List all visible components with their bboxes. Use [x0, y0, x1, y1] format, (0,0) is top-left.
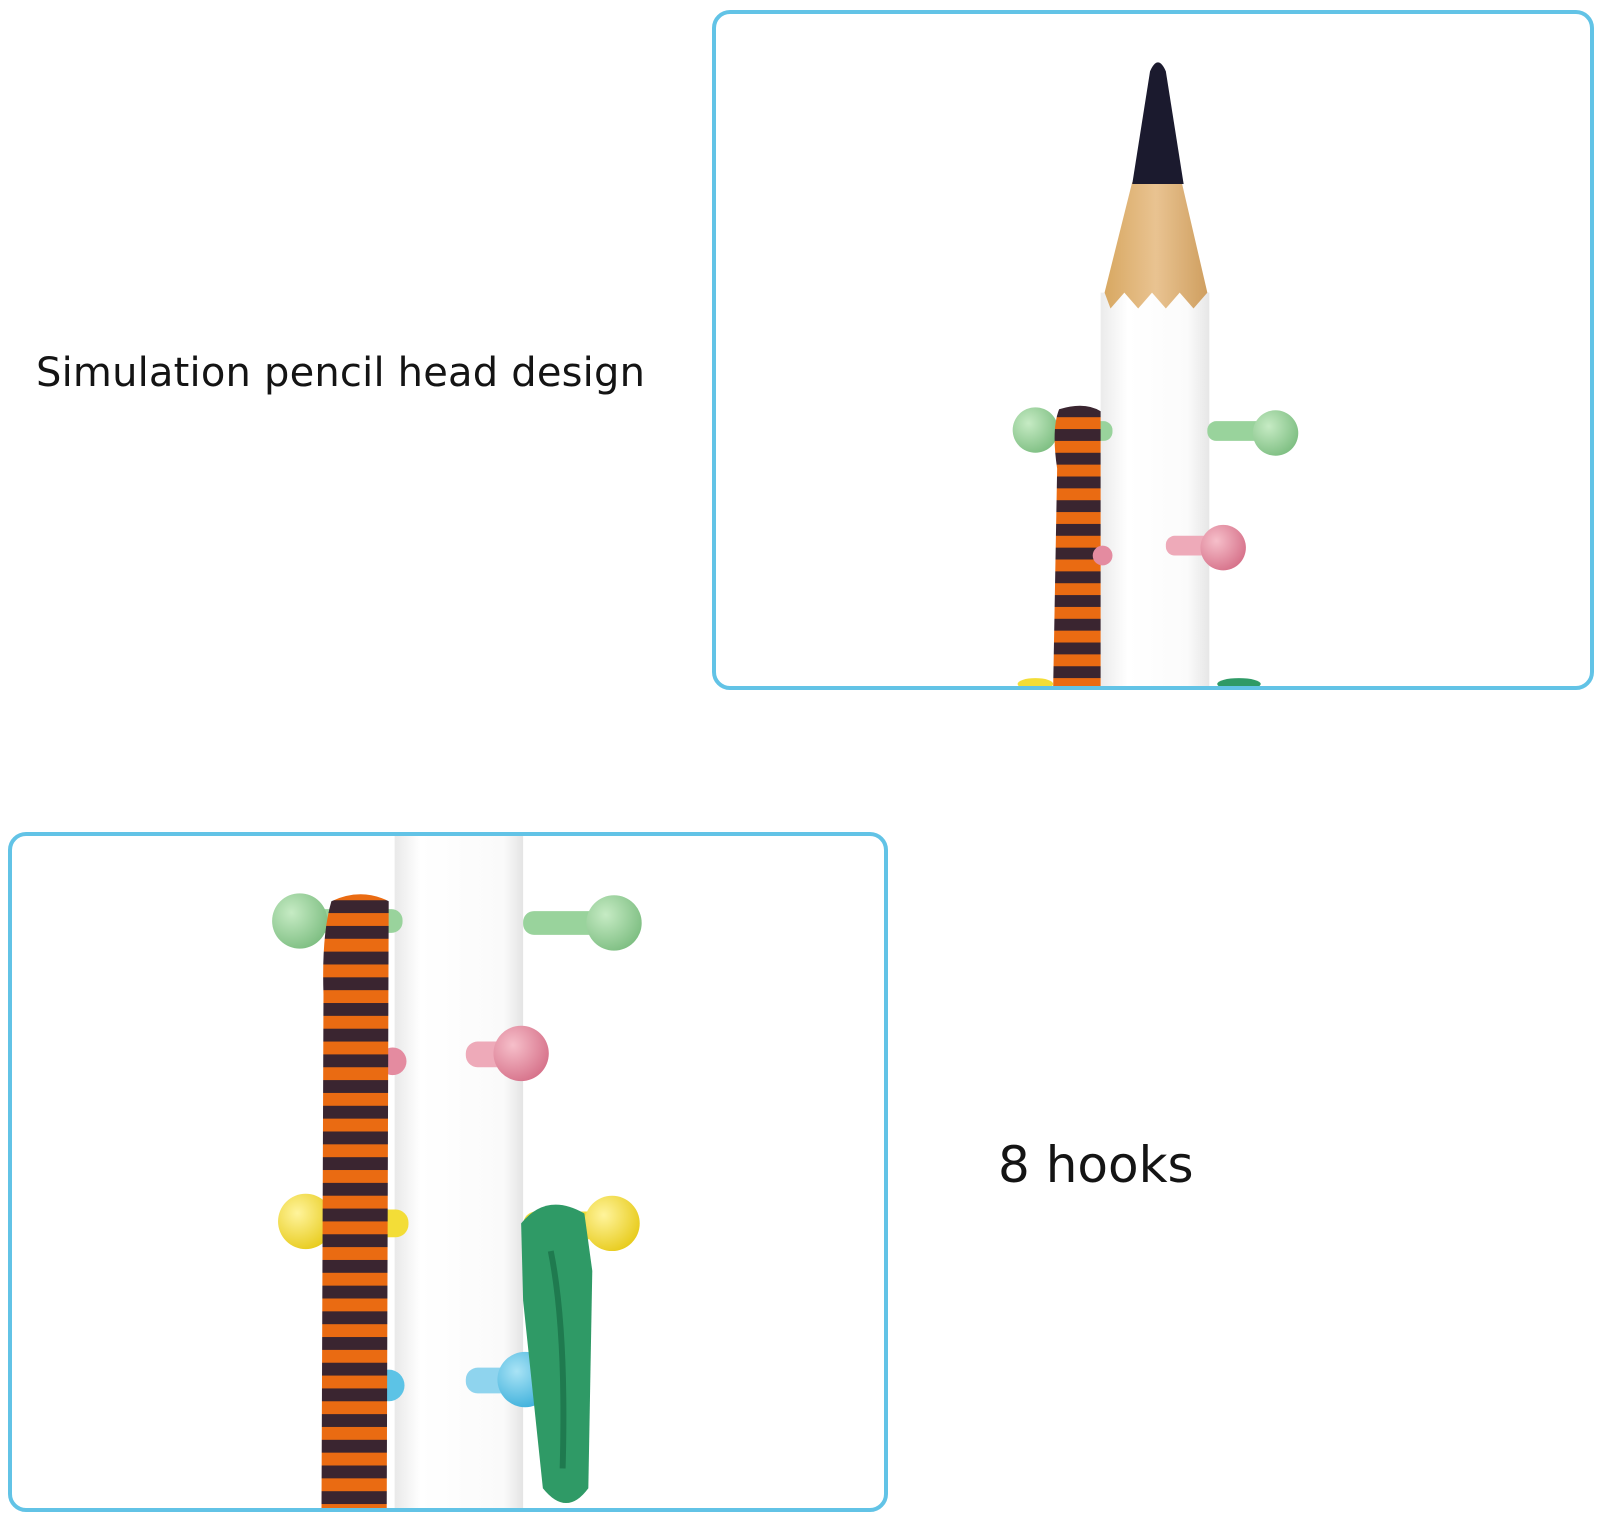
pencil-head-illustration — [1012, 62, 1299, 686]
hook-ball-green-right — [586, 895, 642, 951]
hook-ball-yellow-right — [584, 1195, 640, 1252]
hooks-illustration — [272, 836, 642, 1508]
hook-ball-pink-right — [493, 1025, 549, 1082]
caption-hook-count: 8 hooks — [998, 1136, 1194, 1194]
pencil-pole — [1100, 292, 1210, 686]
hook-ball-green-left — [1012, 407, 1059, 453]
coat-rack-pole — [394, 836, 524, 1508]
pencil-lead-tip — [1132, 62, 1184, 184]
hook-ball-pink-left — [1092, 545, 1113, 566]
hook-ball-pink-right — [1200, 524, 1246, 571]
pencil-wood — [1104, 182, 1208, 309]
striped-scarf — [1053, 405, 1101, 686]
hook-ball-green-right — [1252, 410, 1299, 456]
striped-scarf — [321, 894, 389, 1508]
caption-pencil-head: Simulation pencil head design — [36, 350, 646, 396]
green-cloth — [521, 1204, 593, 1504]
hooks-photo — [8, 832, 888, 1512]
hook-ball-green-left — [272, 893, 328, 949]
cloth-hint — [1217, 678, 1261, 686]
hook-arm-green-right — [1207, 421, 1267, 441]
hook-ball-yellow-left — [278, 1193, 334, 1250]
green-cloth-fold — [547, 1250, 567, 1469]
pencil-head-photo — [712, 10, 1594, 690]
hook-ball-yellow-hint — [1017, 678, 1054, 686]
